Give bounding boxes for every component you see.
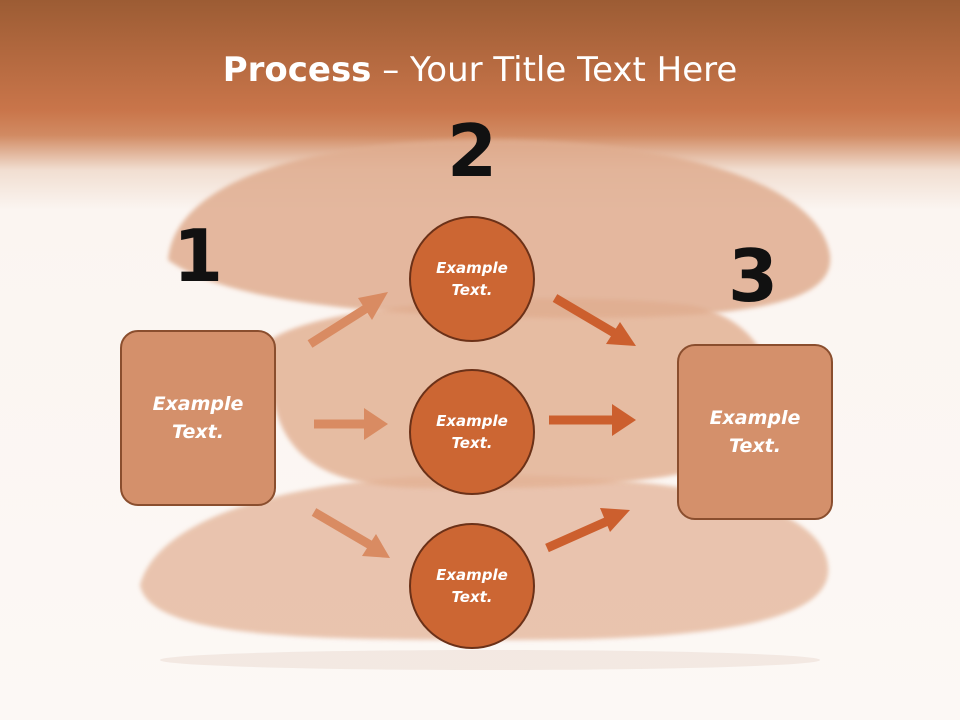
step-number-3: 3 xyxy=(727,234,779,318)
circle-middle: Example Text. xyxy=(409,369,535,495)
arrow-top-to-right xyxy=(552,294,636,346)
arrow-left-to-bottom xyxy=(311,508,390,558)
circle-bottom-text: Example Text. xyxy=(436,565,508,607)
arrow-left-to-top xyxy=(307,292,388,348)
left-box-text: Example Text. xyxy=(152,392,244,444)
step-number-2: 2 xyxy=(446,109,498,193)
slide-title: Process – Your Title Text Here xyxy=(0,50,960,90)
right-box-text: Example Text. xyxy=(709,406,801,458)
right-step-box: Example Text. xyxy=(677,344,833,520)
title-rest: – Your Title Text Here xyxy=(371,50,738,90)
circle-top: Example Text. xyxy=(409,216,535,342)
circle-bottom: Example Text. xyxy=(409,523,535,649)
title-bold: Process xyxy=(222,50,372,90)
step-number-1: 1 xyxy=(172,214,224,298)
circle-top-text: Example Text. xyxy=(436,258,508,300)
left-step-box: Example Text. xyxy=(120,330,276,506)
arrow-bottom-to-right xyxy=(545,508,630,553)
arrow-middle-to-right xyxy=(549,404,636,436)
arrow-left-to-middle xyxy=(314,408,388,440)
circle-middle-text: Example Text. xyxy=(436,411,508,453)
